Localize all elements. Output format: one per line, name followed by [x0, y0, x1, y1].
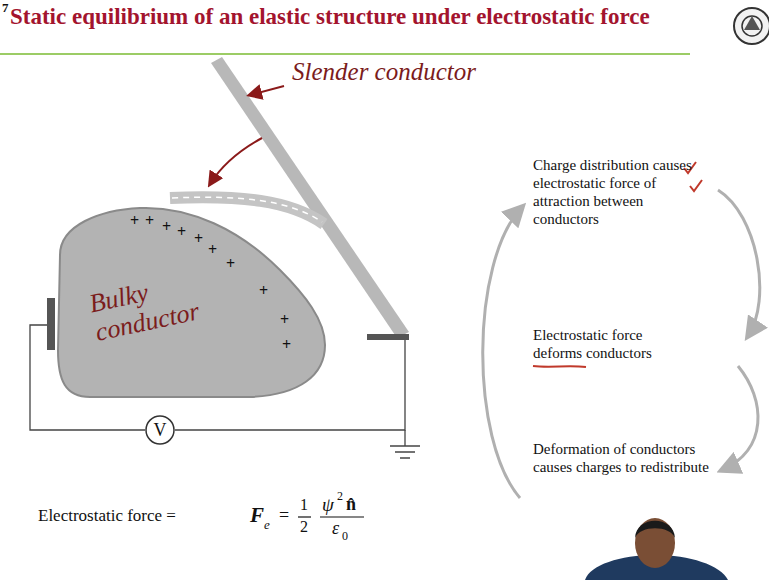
- wire: [404, 430, 405, 446]
- charge-sign: +: [226, 256, 235, 272]
- underline-mark: [533, 366, 586, 367]
- formula-symbol: F: [250, 503, 264, 528]
- charge-sign: +: [130, 213, 139, 229]
- ground-symbol: [390, 446, 420, 458]
- circle-outline: [146, 416, 174, 444]
- bulky-conductor: Bulky conductor: [55, 203, 330, 401]
- speaker: [585, 518, 728, 580]
- formula-symbol: ψ: [322, 494, 334, 516]
- charge-sign: +: [177, 224, 186, 240]
- formula-label: Electrostatic force =: [38, 506, 176, 526]
- slide-title: Static equilibrium of an elastic structu…: [10, 4, 715, 30]
- formula-number: 1: [300, 496, 308, 514]
- formula-symbol: =: [279, 505, 289, 526]
- annotation-arrow: [210, 138, 262, 184]
- electrode-plate: [47, 298, 55, 350]
- cycle-arrow: [718, 190, 760, 336]
- formula-number: 2: [300, 518, 308, 536]
- formula-subscript: e: [264, 517, 270, 533]
- formula-subscript: 0: [342, 529, 348, 544]
- support-plate: [367, 334, 409, 340]
- charge-sign: +: [162, 219, 171, 235]
- formula-superscript: 2: [337, 489, 343, 504]
- cycle-step: Deformation of conductors causes charges…: [533, 440, 711, 476]
- voltage-source: V: [145, 415, 175, 445]
- formula-symbol: n̂: [346, 494, 356, 515]
- charge-sign: +: [145, 213, 154, 229]
- tick-mark: [690, 180, 702, 191]
- annotation-arrow: [250, 86, 284, 95]
- charge-sign: +: [280, 312, 289, 328]
- cycle-step: Charge distribution causes electrostatic…: [533, 156, 711, 228]
- charge-sign: +: [282, 337, 291, 353]
- cycle-arrow: [722, 366, 758, 470]
- charge-sign: +: [208, 242, 217, 258]
- charge-sign: +: [259, 283, 268, 299]
- title-rule: [0, 53, 690, 55]
- slide-number: 7: [2, 0, 9, 16]
- charge-sign: +: [194, 231, 203, 247]
- source-label: V: [145, 415, 175, 445]
- formula-symbol: ε: [332, 518, 339, 539]
- fraction-bar: [298, 516, 311, 517]
- blob-outline: [58, 208, 325, 397]
- fraction-bar: [320, 516, 364, 517]
- handwritten-label: Slender conductor: [292, 58, 476, 86]
- cycle-step: Electrostatic force deforms conductors: [533, 326, 693, 362]
- logo: [734, 8, 769, 44]
- cycle-arrow: [483, 207, 522, 498]
